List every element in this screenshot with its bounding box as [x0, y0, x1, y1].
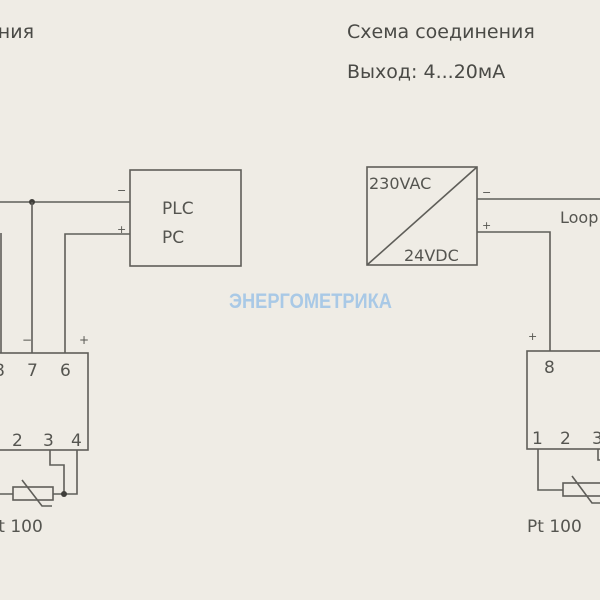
plus-wire	[64, 233, 130, 353]
plc-plus-label: +	[117, 223, 126, 236]
converter-diagonal-icon	[366, 166, 478, 266]
terminal-label: 3	[43, 431, 54, 451]
sensor-label: Pt 100	[0, 517, 43, 537]
right-diagram: Схема соединения Выход: 4...20мА 230VAC …	[347, 21, 600, 537]
plus-wire	[477, 231, 551, 351]
terminal-label: 1	[532, 429, 543, 449]
plc-minus-label: −	[117, 184, 126, 197]
transmitter-box-right	[526, 350, 600, 450]
terminal-label: 8	[0, 361, 5, 381]
plc-label: PLC	[162, 199, 194, 219]
psu-input-label: 230VAC	[369, 174, 431, 193]
watermark: ЭНЕРГОМЕТРИКА	[229, 290, 392, 313]
right-title: Схема соединения	[347, 21, 535, 43]
terminal-label: 4	[71, 431, 82, 451]
pc-label: PC	[162, 228, 184, 248]
pt100-resistor-icon	[12, 479, 54, 507]
terminal-plus-label: +	[79, 333, 89, 347]
terminal-label: 6	[60, 361, 71, 381]
terminal-label: 8	[544, 358, 555, 378]
plc-box	[129, 169, 242, 267]
terminal-4-wire	[64, 450, 78, 495]
terminal-label: 3	[592, 429, 600, 449]
loop-label: Loop	[560, 208, 598, 227]
output-range: Выход: 4...20мА	[347, 61, 505, 83]
terminal-label: 7	[27, 361, 38, 381]
terminal-1-wire	[537, 449, 563, 491]
terminal-minus-label: −	[22, 333, 32, 347]
psu-plus-label: +	[482, 219, 491, 232]
psu-minus-label: −	[482, 186, 491, 199]
terminal-3-wire	[597, 449, 600, 461]
terminal-plus-label: +	[528, 330, 537, 343]
terminal-label: 2	[560, 429, 571, 449]
junction-dot	[61, 491, 67, 497]
terminal-3-wire	[49, 450, 65, 494]
power-supply: 230VAC 24VDC	[366, 166, 478, 266]
sensor-label: Pt 100	[527, 517, 582, 537]
terminal-label: 2	[12, 431, 23, 451]
transmitter-box-left	[0, 352, 89, 451]
pt100-resistor-icon	[562, 475, 600, 504]
left-diagram: Схема соединения PLC PC − + − + 8 7 6 2 …	[0, 21, 242, 537]
left-title: Схема соединения	[0, 21, 34, 43]
psu-output-label: 24VDC	[404, 246, 459, 265]
